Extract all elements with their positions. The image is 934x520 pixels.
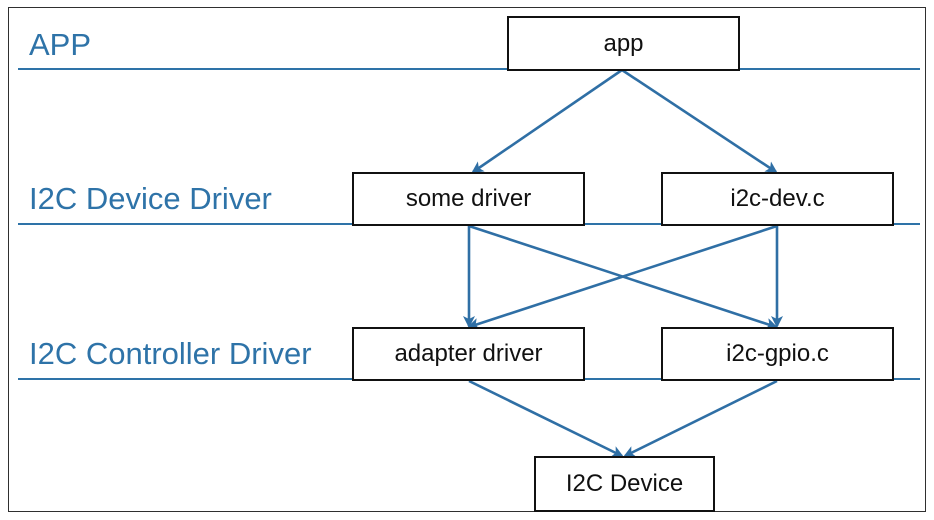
i2c-gpio-box: i2c-gpio.c	[661, 327, 894, 381]
layer-label-device-driver: I2C Device Driver	[29, 181, 272, 216]
some-driver-box: some driver	[352, 172, 585, 226]
layer-label-controller-driver: I2C Controller Driver	[29, 336, 312, 371]
diagram-frame	[8, 7, 926, 512]
i2c-device-box: I2C Device	[534, 456, 715, 512]
layer-label-app: APP	[29, 27, 92, 62]
i2c-dev-box: i2c-dev.c	[661, 172, 894, 226]
app-box: app	[507, 16, 740, 71]
adapter-driver-box: adapter driver	[352, 327, 585, 381]
